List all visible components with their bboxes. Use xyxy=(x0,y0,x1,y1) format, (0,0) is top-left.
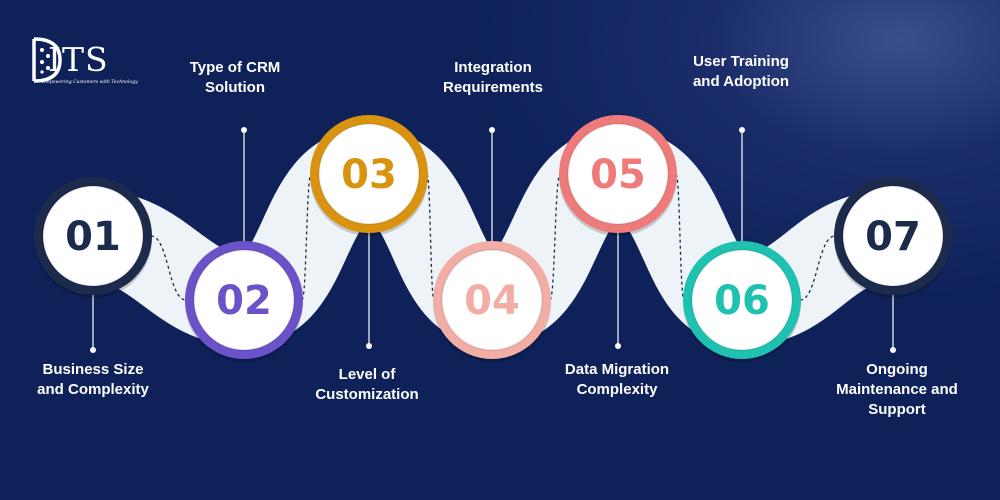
logo-text: ITS xyxy=(48,40,109,79)
step-number: 07 xyxy=(865,214,921,260)
step-circle-04: 04 xyxy=(433,241,551,362)
circle-inner xyxy=(441,249,543,351)
step-number: 01 xyxy=(65,214,121,260)
step-label-07: Ongoing Maintenance and Support xyxy=(836,361,958,418)
dashed-connector xyxy=(150,235,187,301)
step-label-04: Integration Requirements xyxy=(442,59,544,96)
dashed-connector xyxy=(675,173,685,301)
circle-inner xyxy=(567,123,669,225)
logo-d-icon xyxy=(32,37,62,83)
leader-dot xyxy=(241,127,247,133)
step-circles: 01 02 03 04 05 06 07 xyxy=(34,115,952,362)
circle-inner xyxy=(842,185,944,287)
step-circle-05: 05 xyxy=(559,115,677,236)
step-label-03: Level of Customization xyxy=(315,366,419,403)
leader-dot xyxy=(489,127,495,133)
step-circle-06: 06 xyxy=(683,241,801,362)
step-number: 04 xyxy=(464,278,520,324)
dashed-connector xyxy=(301,173,312,301)
leader-dot xyxy=(739,127,745,133)
leader-dot xyxy=(615,343,621,349)
leader-dot xyxy=(366,343,372,349)
step-circle-07: 07 xyxy=(834,177,952,298)
circle-inner xyxy=(691,249,793,351)
step-circle-03: 03 xyxy=(310,115,428,236)
logo: ITS Empowering Customers with Technology xyxy=(28,32,158,96)
step-circle-02: 02 xyxy=(185,241,303,362)
dashed-connector xyxy=(549,173,561,301)
step-number: 03 xyxy=(341,152,397,198)
step-circle-01: 01 xyxy=(34,177,152,298)
leader-dot xyxy=(890,347,896,353)
circle-inner xyxy=(318,123,420,225)
step-label-06: User Training and Adoption xyxy=(692,53,790,90)
connectors xyxy=(90,127,896,353)
dashed-connector xyxy=(799,235,836,301)
leader-dot xyxy=(90,347,96,353)
step-label-02: Type of CRM Solution xyxy=(189,59,281,96)
logo-tagline: Empowering Customers with Technology xyxy=(42,80,138,85)
circle-inner xyxy=(42,185,144,287)
circle-inner xyxy=(193,249,295,351)
dashed-connector xyxy=(426,173,435,301)
step-label-01: Business Size and Complexity xyxy=(37,361,149,398)
step-number: 02 xyxy=(216,278,272,324)
step-number: 05 xyxy=(590,152,646,198)
step-label-05: Data Migration Complexity xyxy=(564,361,670,398)
step-number: 06 xyxy=(714,278,770,324)
